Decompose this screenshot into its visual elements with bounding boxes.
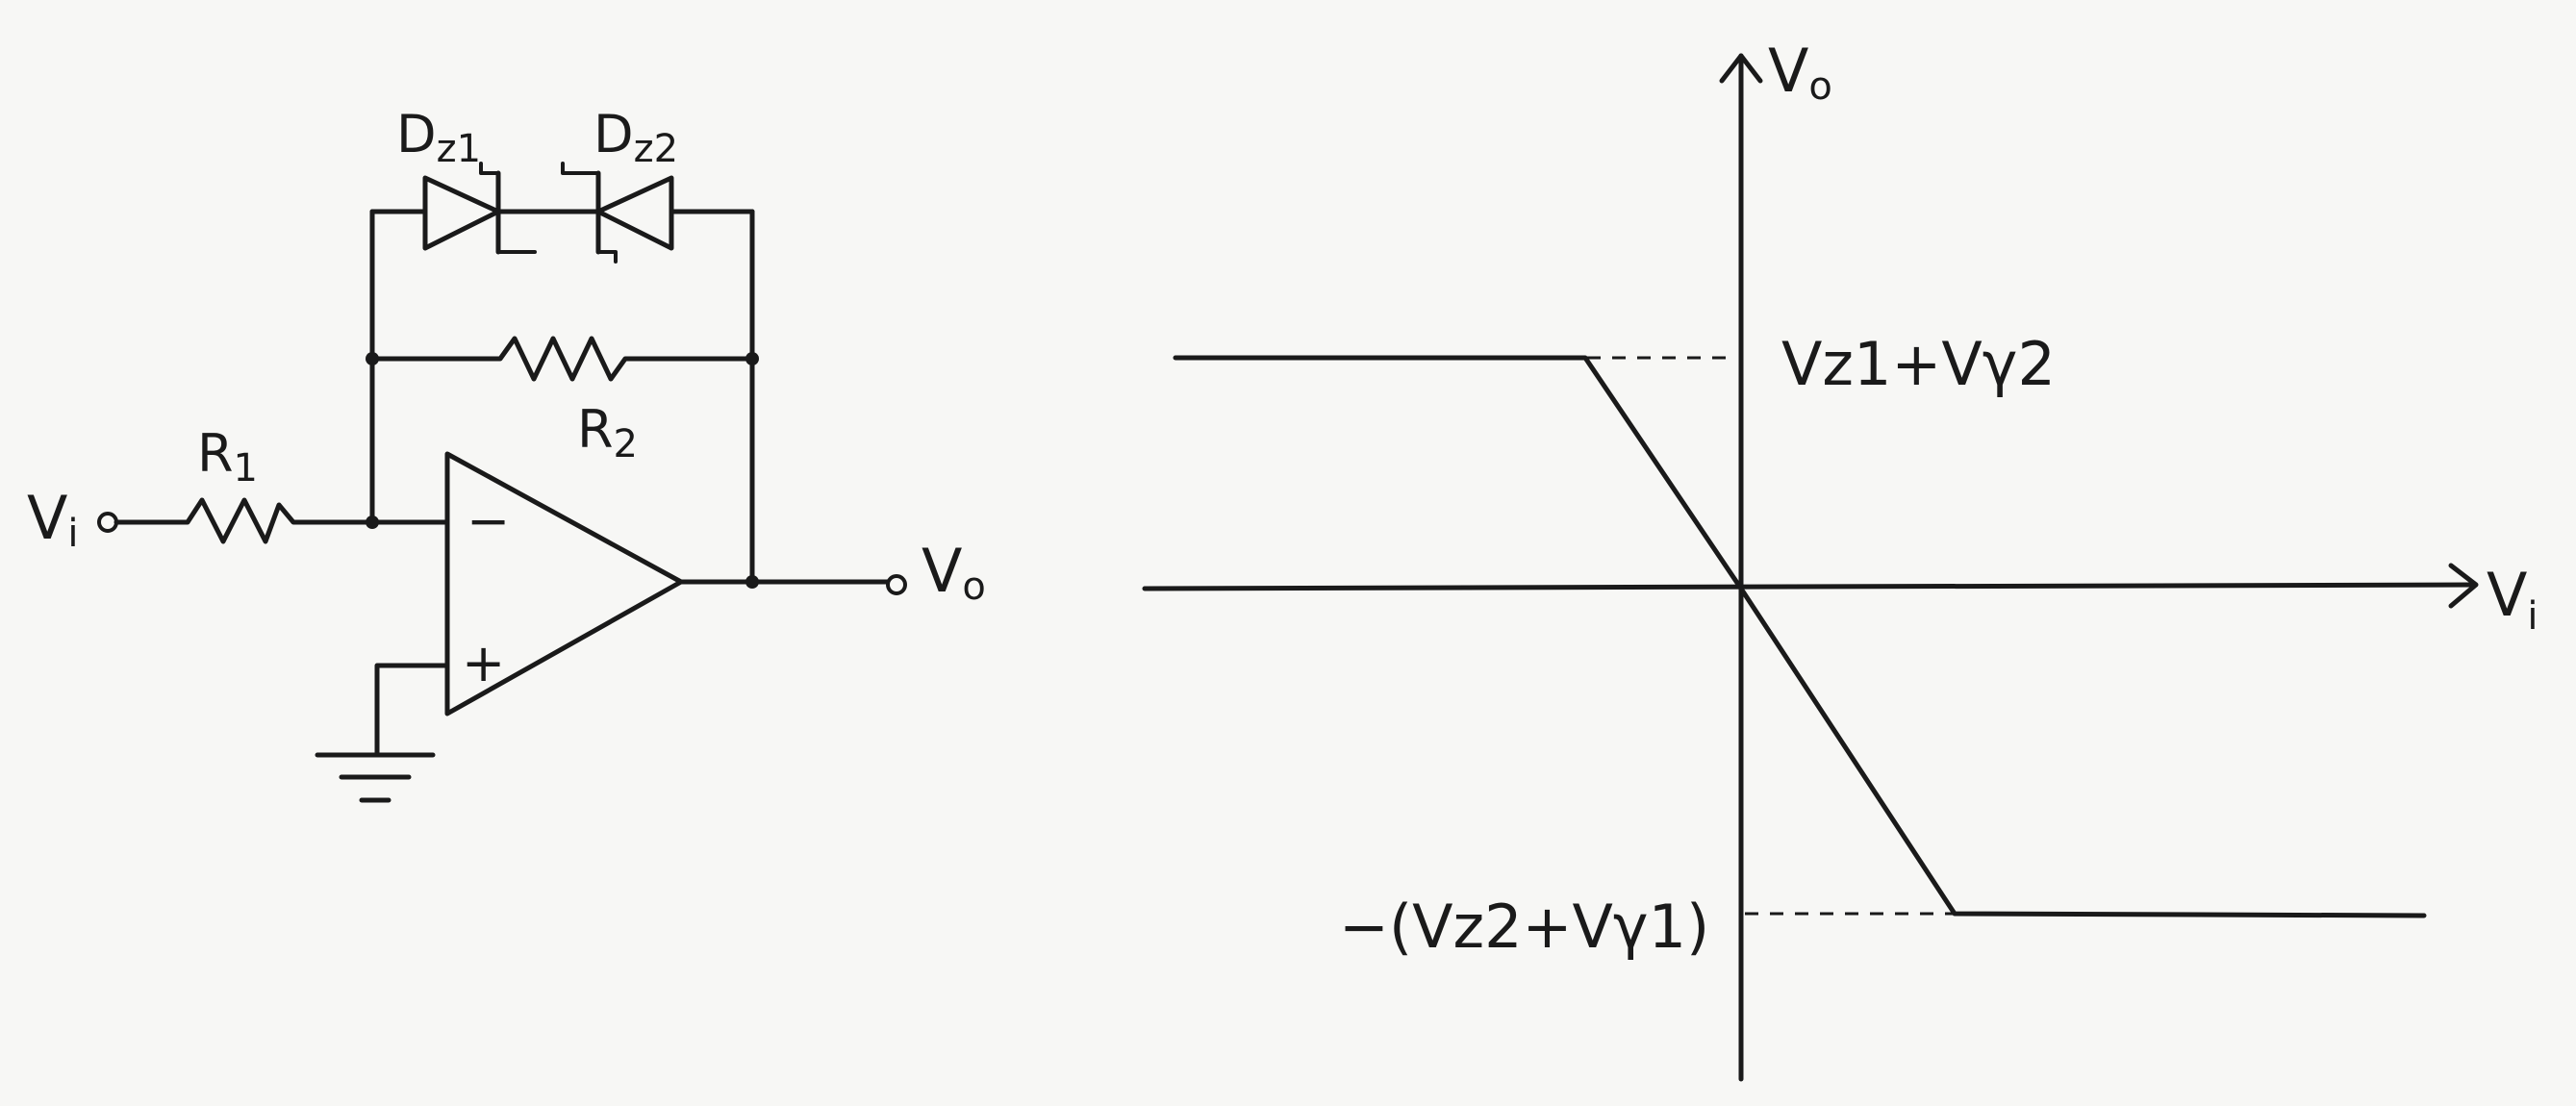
circuit-schematic: Vi R1 R2 Dz1 Dz2 [27, 104, 986, 803]
opamp-plus-sign: + [462, 633, 505, 693]
output-terminal [886, 574, 907, 595]
dz2-label: Dz2 [593, 104, 678, 171]
y-axis-arrow [1719, 53, 1763, 84]
x-axis [1142, 582, 2477, 591]
y-axis-label: Vo [1768, 36, 1832, 109]
feedback-right-node [745, 352, 759, 365]
r1-label: R1 [197, 423, 258, 490]
resistor-r1 [170, 497, 373, 544]
x-axis-arrow [2448, 563, 2479, 609]
zener-dz2-bend-top [561, 162, 600, 175]
upper-level-label: Vz1+Vγ2 [1781, 329, 2056, 399]
opamp-triangle [444, 451, 684, 716]
transfer-graph: Vo Vi Vz1+Vγ2 −(Vz2+Vγ1) [1142, 36, 2538, 1082]
zener-dz1-triangle [422, 175, 501, 251]
lower-level-label: −(Vz2+Vγ1) [1339, 892, 1709, 962]
input-label: Vi [27, 483, 79, 556]
zener-dz1-bend-top [479, 162, 500, 175]
zener-dz2-triangle [595, 175, 674, 251]
transfer-curve [1173, 355, 2427, 918]
r2-label: R2 [577, 399, 638, 466]
input-terminal [97, 512, 118, 533]
noninverting-input-wire [374, 663, 450, 758]
output-node [745, 575, 759, 589]
resistor-r2 [369, 336, 755, 382]
dz1-label: Dz1 [396, 104, 481, 171]
zener-dz2-bend-bottom [596, 250, 618, 264]
output-label: Vo [922, 536, 986, 609]
x-axis-label: Vi [2487, 560, 2538, 639]
opamp-minus-sign: − [467, 490, 510, 551]
